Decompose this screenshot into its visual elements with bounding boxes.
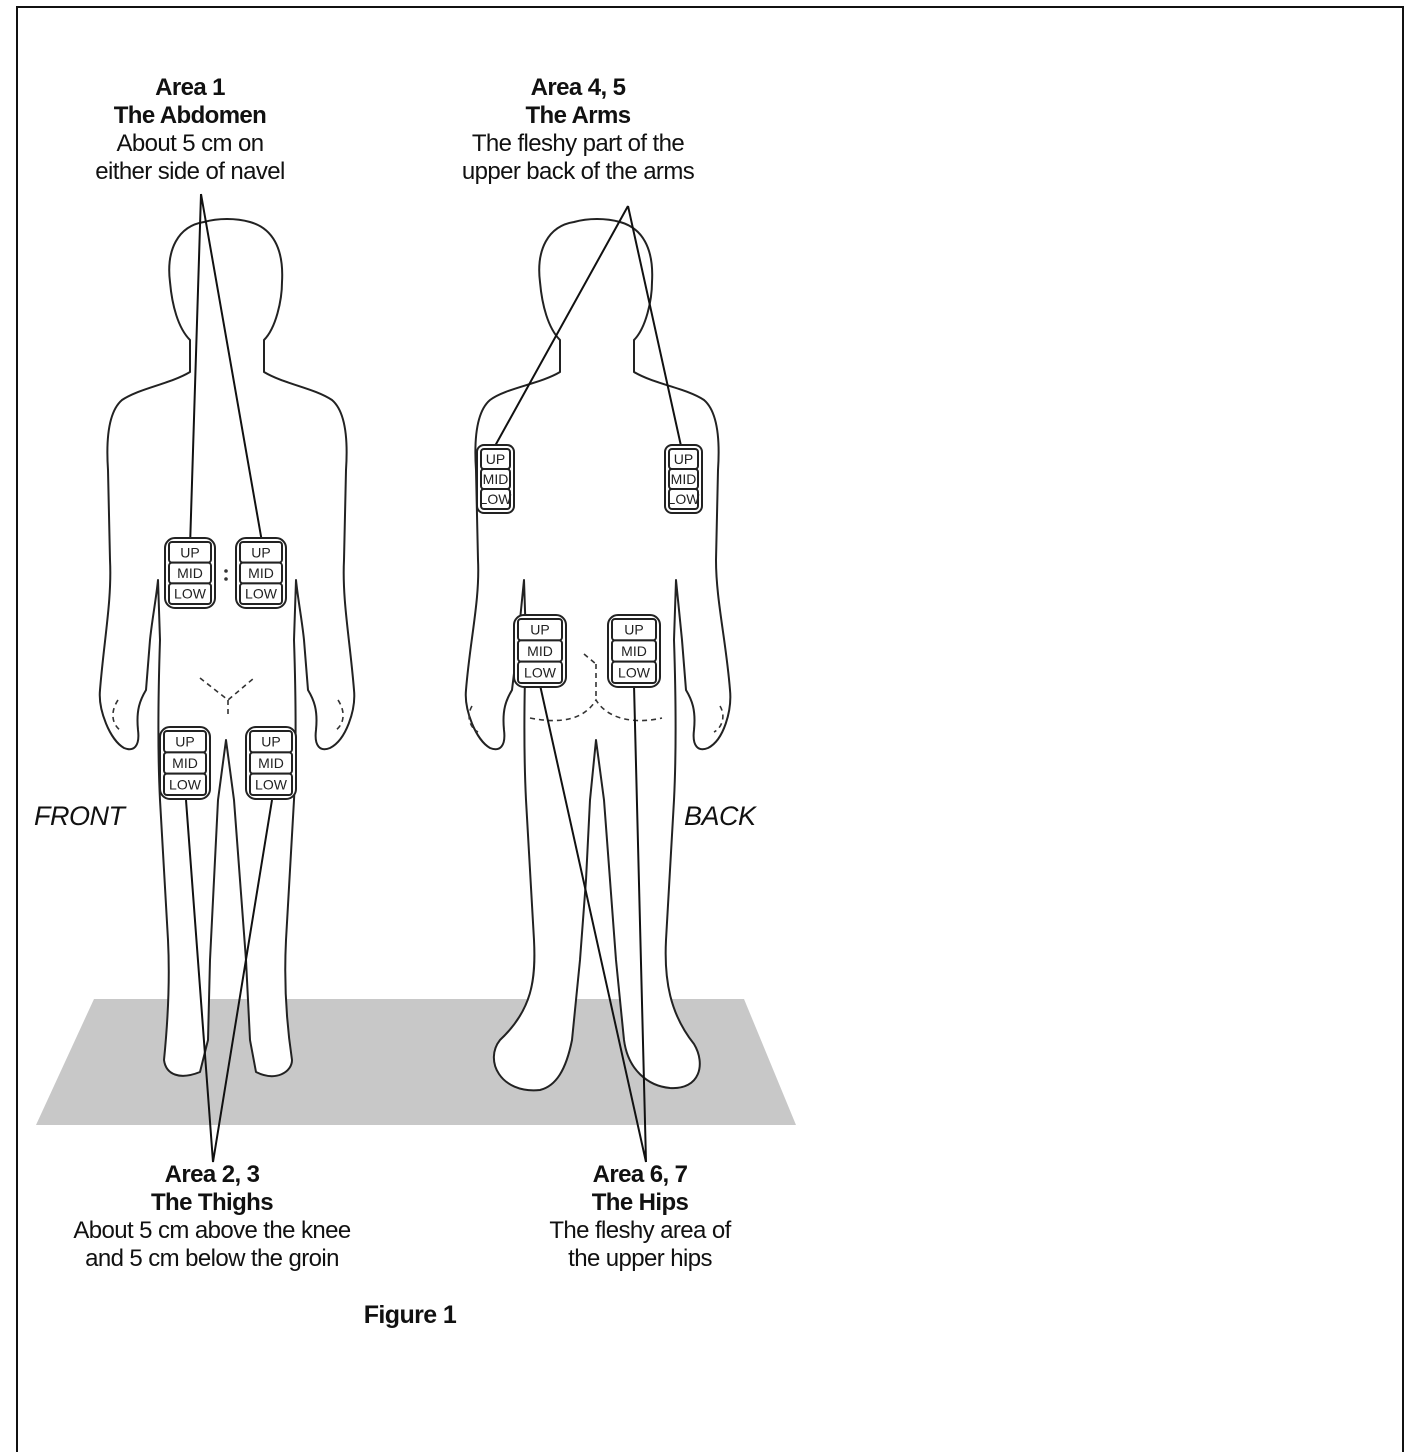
- zone-label-low: LOW: [618, 664, 651, 680]
- area-2-3-desc-line2: and 5 cm below the groin: [52, 1245, 372, 1273]
- zone-label-up: UP: [180, 544, 199, 560]
- zone-label-up: UP: [175, 734, 194, 750]
- zone-label-low: LOW: [174, 586, 207, 602]
- back-view-label: BACK: [684, 801, 756, 832]
- area-2-3-name: The Thighs: [52, 1189, 372, 1217]
- zone-label-low: LOW: [668, 491, 701, 507]
- zone-label-mid: MID: [248, 565, 274, 581]
- label-area-1: Area 1 The Abdomen About 5 cm on either …: [90, 74, 290, 186]
- area-2-3-desc-line1: About 5 cm above the knee: [52, 1217, 372, 1245]
- area-1-name: The Abdomen: [90, 102, 290, 130]
- zone-label-up: UP: [251, 544, 270, 560]
- zone-box-abdomen-right: UP MID LOW: [236, 538, 286, 608]
- area-1-number: Area 1: [90, 74, 290, 102]
- area-6-7-desc-line2: the upper hips: [530, 1245, 750, 1273]
- zone-box-arm-right: UP MID LOW: [665, 445, 702, 513]
- zone-label-low: LOW: [255, 776, 288, 792]
- label-area-6-7: Area 6, 7 The Hips The fleshy area of th…: [530, 1161, 750, 1273]
- zone-label-mid: MID: [671, 471, 697, 487]
- area-4-5-desc-line1: The fleshy part of the: [446, 130, 710, 158]
- zone-box-thigh-left: UP MID LOW: [160, 727, 210, 799]
- zone-label-up: UP: [674, 451, 693, 467]
- area-4-5-name: The Arms: [446, 102, 710, 130]
- zone-label-mid: MID: [177, 565, 203, 581]
- area-6-7-desc-line1: The fleshy area of: [530, 1217, 750, 1245]
- front-view-label: FRONT: [34, 801, 124, 832]
- area-6-7-number: Area 6, 7: [530, 1161, 750, 1189]
- zone-label-low: LOW: [169, 776, 202, 792]
- zone-label-mid: MID: [621, 643, 647, 659]
- zone-label-mid: MID: [258, 755, 284, 771]
- area-4-5-desc-line2: upper back of the arms: [446, 158, 710, 186]
- zone-label-up: UP: [530, 622, 549, 638]
- zone-box-thigh-right: UP MID LOW: [246, 727, 296, 799]
- label-area-4-5: Area 4, 5 The Arms The fleshy part of th…: [446, 74, 710, 186]
- figure-caption: Figure 1: [300, 1301, 520, 1330]
- area-1-desc-line2: either side of navel: [90, 158, 290, 186]
- zone-box-hip-left: UP MID LOW: [514, 615, 566, 687]
- area-1-desc-line1: About 5 cm on: [90, 130, 290, 158]
- zone-label-mid: MID: [527, 643, 553, 659]
- area-4-5-number: Area 4, 5: [446, 74, 710, 102]
- zone-box-hip-right: UP MID LOW: [608, 615, 660, 687]
- zone-label-low: LOW: [480, 491, 513, 507]
- zone-box-abdomen-left: UP MID LOW: [165, 538, 215, 608]
- zone-label-up: UP: [486, 451, 505, 467]
- zone-label-up: UP: [624, 622, 643, 638]
- area-6-7-name: The Hips: [530, 1189, 750, 1217]
- zone-label-low: LOW: [245, 586, 278, 602]
- zone-box-arm-left: UP MID LOW: [477, 445, 514, 513]
- area-2-3-number: Area 2, 3: [52, 1161, 372, 1189]
- back-body-figure: [466, 219, 731, 1090]
- label-area-2-3: Area 2, 3 The Thighs About 5 cm above th…: [52, 1161, 372, 1273]
- zone-label-up: UP: [261, 734, 280, 750]
- zone-label-mid: MID: [172, 755, 198, 771]
- zone-label-low: LOW: [524, 664, 557, 680]
- zone-label-mid: MID: [483, 471, 509, 487]
